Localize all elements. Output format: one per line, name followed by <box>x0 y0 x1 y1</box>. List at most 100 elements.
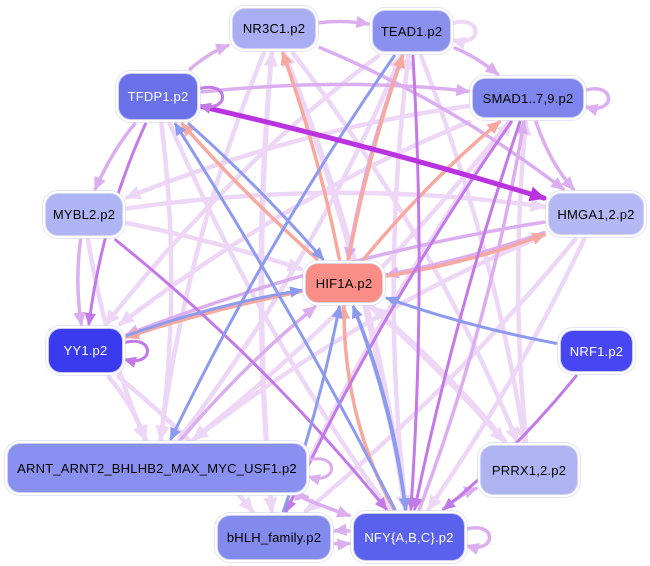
arrowhead-nr3c1-arnt <box>155 425 170 441</box>
node-smad1-7-9[interactable]: SMAD1..7,9.p2 <box>472 78 584 118</box>
edge-nr3c1-arnt <box>158 50 267 442</box>
arrowhead-arnt-hif1a <box>302 305 317 320</box>
edge-hif1a-nfy <box>352 305 408 511</box>
edge-mybl2-yy1 <box>76 238 84 326</box>
edge-hif1a-prrx <box>368 304 506 444</box>
edge-hmga-bhlh <box>303 236 578 514</box>
edge-tfdp1-hif1a <box>187 122 325 261</box>
arrowhead-hmga-nfy <box>427 494 442 511</box>
node-label: bHLH_family.p2 <box>226 530 322 545</box>
arrowhead-mybl2-hmga <box>529 197 546 212</box>
arrowhead-tfdp1-mybl2 <box>94 175 106 191</box>
arrowhead-mybl2-arnt <box>133 424 147 441</box>
node-nr3c1[interactable]: NR3C1.p2 <box>232 8 316 49</box>
arrowhead-tead1-arnt <box>170 426 181 441</box>
node-tead1[interactable]: TEAD1.p2 <box>372 10 451 52</box>
node-bhlh-family[interactable]: bHLH_family.p2 <box>217 515 331 560</box>
arrowhead-tfdp1-yy1 <box>84 312 96 326</box>
arrowhead-nr3c1-prrx <box>505 426 519 443</box>
node-label: SMAD1..7,9.p2 <box>482 90 574 106</box>
edge-nfy-smad <box>417 120 526 511</box>
edge-mybl2-nfy <box>114 238 388 511</box>
arrowhead-hif1a-tfdp1 <box>180 122 195 137</box>
edge-tfdp1-smad <box>200 82 470 94</box>
edge-hif1a-tfdp1 <box>180 122 319 261</box>
edge-prrx-smad <box>515 119 529 444</box>
node-label: TEAD1.p2 <box>380 23 443 39</box>
edge-mybl2-hif1a <box>124 220 304 272</box>
arrowhead-smad-hmga <box>561 176 575 191</box>
node-arnt-complex[interactable]: ARNT_ARNT2_BHLHB2_MAX_MYC_USF1.p2 <box>7 443 307 493</box>
edge-yy1-hif1a <box>125 288 303 338</box>
arrowhead-nfy-tfdp1 <box>174 122 187 137</box>
edge-hif1a-hmga <box>385 232 546 278</box>
node-tfdp1[interactable]: TFDP1.p2 <box>118 73 198 120</box>
edge-nrf1-hif1a <box>385 296 558 345</box>
node-label: TFDP1.p2 <box>127 89 189 104</box>
arrowhead-nrf1-hif1a <box>385 296 400 308</box>
arrowhead-hmga-bhlh <box>304 497 321 513</box>
self-loop-arrowhead-yy1 <box>123 356 137 368</box>
arrowhead-nrf1-nfy <box>442 497 456 511</box>
arrowhead-tfdp1-hif1a <box>311 247 325 261</box>
node-label: YY1.p2 <box>63 343 108 358</box>
node-nfy[interactable]: NFY{A,B,C}.p2 <box>353 513 465 561</box>
edge-arnt-hif1a <box>179 305 317 441</box>
node-prrx1-2[interactable]: PRRX1,2.p2 <box>480 445 578 495</box>
self-loop-arrowhead-tead1 <box>451 36 467 50</box>
edge-hmga-arnt <box>192 233 547 442</box>
node-label: NRF1.p2 <box>569 343 624 359</box>
arrowhead-hif1a-prrx <box>489 426 505 443</box>
edge-smad-nfy <box>413 120 522 511</box>
node-label: ARNT_ARNT2_BHLHB2_MAX_MYC_USF1.p2 <box>17 460 297 476</box>
arrowhead-yy1-bhlh <box>238 496 254 513</box>
edge-hmga-hif1a <box>385 230 546 277</box>
edge-hif1a-smad <box>362 120 502 261</box>
arrowhead-hif1a-smad <box>486 120 501 135</box>
edge-tead1-nfy <box>409 54 421 511</box>
arrowhead-bhlh-hif1a <box>331 305 343 319</box>
edge-nfy-tead1 <box>391 53 411 512</box>
arrowhead-nfy-smad <box>515 120 529 135</box>
node-nrf1[interactable]: NRF1.p2 <box>560 330 633 372</box>
arrowhead-arnt-nfy <box>336 505 351 518</box>
edge-hif1a-tead1 <box>346 54 405 261</box>
self-loop-arrowhead-smad <box>584 104 599 116</box>
node-hif1a[interactable]: HIF1A.p2 <box>305 263 383 303</box>
node-mybl2[interactable]: MYBL2.p2 <box>45 193 123 236</box>
edge-nfy-tfdp1 <box>173 122 397 511</box>
node-yy1[interactable]: YY1.p2 <box>48 328 123 373</box>
arrowhead-hif1a-nr3c1 <box>280 51 293 66</box>
arrowhead-hif1a-tead1 <box>393 54 405 69</box>
node-hmga1-2[interactable]: HMGA1,2.p2 <box>548 193 644 235</box>
edge-tead1-arnt <box>169 54 396 441</box>
edge-nr3c1-hmga <box>318 45 565 191</box>
arrowhead-smad-mybl2 <box>125 186 142 200</box>
arrowhead-mybl2-nfy <box>374 497 388 511</box>
edge-hif1a-nr3c1 <box>281 51 342 261</box>
arrowhead-tead1-smad <box>484 61 500 76</box>
self-loop-arrowhead-arnt <box>307 474 321 486</box>
arrowhead-bhlh-nfy <box>336 538 351 551</box>
arrowhead-tfdp1-hmga <box>528 186 546 202</box>
arrowhead-hif1a-nfy <box>398 497 411 511</box>
self-loop-arrowhead-tfdp1 <box>198 102 212 114</box>
arrowhead-smad-yy1 <box>118 310 136 326</box>
node-label: PRRX1,2.p2 <box>491 462 567 478</box>
node-label: MYBL2.p2 <box>52 207 116 222</box>
node-label: NFY{A,B,C}.p2 <box>364 529 454 545</box>
arrowhead-nr3c1-hmga <box>550 177 565 191</box>
arrowhead-mybl2-yy1 <box>73 311 86 326</box>
node-label: HIF1A.p2 <box>315 275 373 291</box>
edge-smad-mybl2 <box>124 103 471 200</box>
self-loop-arrowhead-nfy <box>465 543 480 555</box>
edge-smad-yy1 <box>118 119 472 327</box>
arrowhead-smad-bhlh <box>285 498 297 513</box>
node-label: NR3C1.p2 <box>242 21 306 36</box>
node-label: HMGA1,2.p2 <box>557 206 635 222</box>
arrowhead-smad-arnt <box>192 425 209 441</box>
edge-arnt-tead1 <box>176 53 404 442</box>
edge-hmga-nfy <box>426 236 587 512</box>
edge-tfdp1-hmga <box>199 104 547 201</box>
